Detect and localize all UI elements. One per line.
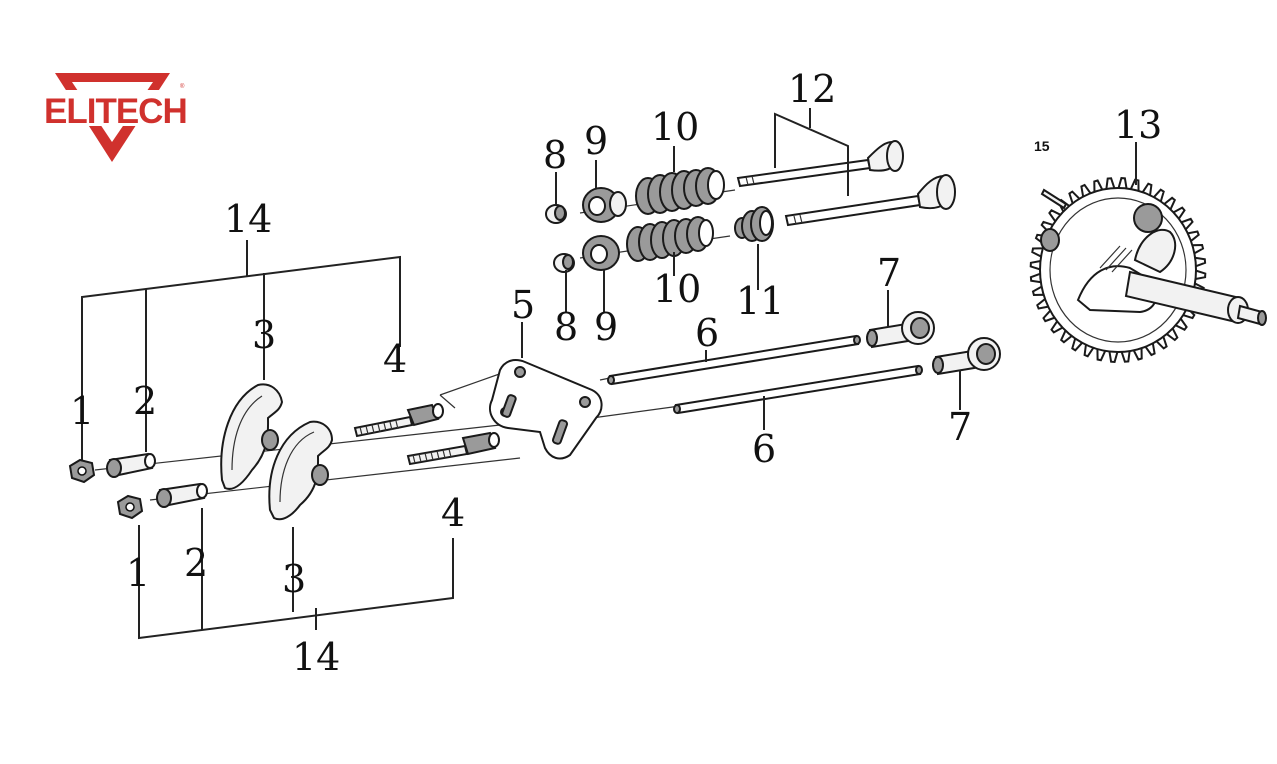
part-2-pivot-top <box>106 452 156 478</box>
label-12: 12 <box>788 67 836 111</box>
part-7-tappet-top <box>866 311 935 349</box>
label-11: 11 <box>736 279 784 323</box>
part-5-guide-plate <box>489 359 603 460</box>
bracket-12 <box>774 108 849 196</box>
part-12-valve-top <box>736 140 904 188</box>
label-14-top: 14 <box>224 197 272 241</box>
part-4-stud-top <box>353 403 444 438</box>
part-15-pin <box>1040 188 1068 210</box>
part-3-rocker-arm-bottom <box>268 420 334 521</box>
registered-mark: ® <box>180 83 185 90</box>
label-3-bottom: 3 <box>282 557 306 601</box>
label-8-top: 8 <box>543 133 567 177</box>
label-7-bottom: 7 <box>948 405 972 449</box>
part-10-valve-spring-top <box>635 167 725 215</box>
part-6-push-rod-bottom <box>673 364 923 415</box>
part-8-cap-bottom <box>553 253 575 273</box>
label-3-top: 3 <box>252 313 276 357</box>
part-1-nut-top <box>68 458 96 484</box>
part-9-retainer-top <box>582 187 627 223</box>
part-12-valve-bottom <box>784 174 956 227</box>
bracket-14-top <box>81 240 401 460</box>
part-8-cap-top <box>545 204 567 224</box>
label-10-bottom: 10 <box>653 267 701 311</box>
label-10-top: 10 <box>651 105 699 149</box>
part-7-tappet-bottom <box>932 337 1001 376</box>
part-1-nut-bottom <box>116 494 144 520</box>
label-4-bottom: 4 <box>441 491 465 535</box>
part-9-retainer-bottom <box>582 235 620 271</box>
label-8-bottom: 8 <box>554 305 578 349</box>
label-6-bottom: 6 <box>752 427 776 471</box>
label-9-top: 9 <box>584 119 608 163</box>
elitech-logo: ELITECH ® <box>42 73 188 162</box>
label-2-top: 2 <box>133 379 157 423</box>
part-labels: 1 1 2 2 3 3 4 4 5 6 6 7 7 8 8 9 9 10 10 … <box>70 67 1162 679</box>
part-3-rocker-arm-top <box>220 383 284 490</box>
label-13: 13 <box>1114 103 1162 147</box>
label-14-bottom: 14 <box>292 635 340 679</box>
part-11-valve-seal <box>734 206 774 242</box>
label-1-top: 1 <box>70 389 94 433</box>
label-5: 5 <box>511 283 535 327</box>
part-6-push-rod-top <box>607 334 861 386</box>
label-2-bottom: 2 <box>184 541 208 585</box>
label-15: 15 <box>1034 138 1050 154</box>
part-13-camshaft-gear <box>1029 177 1267 363</box>
label-1-bottom: 1 <box>126 551 150 595</box>
part-4-stud-bottom <box>406 431 500 466</box>
part-10-valve-spring-bottom <box>626 216 714 262</box>
leader-lines <box>521 142 1137 430</box>
brand-name: ELITECH <box>44 92 187 131</box>
part-2-pivot-bottom <box>156 482 208 508</box>
label-9-bottom: 9 <box>594 305 618 349</box>
label-7-top: 7 <box>877 251 901 295</box>
label-4-top: 4 <box>383 337 407 381</box>
bracket-14-bottom <box>138 508 454 640</box>
label-6-top: 6 <box>695 311 719 355</box>
